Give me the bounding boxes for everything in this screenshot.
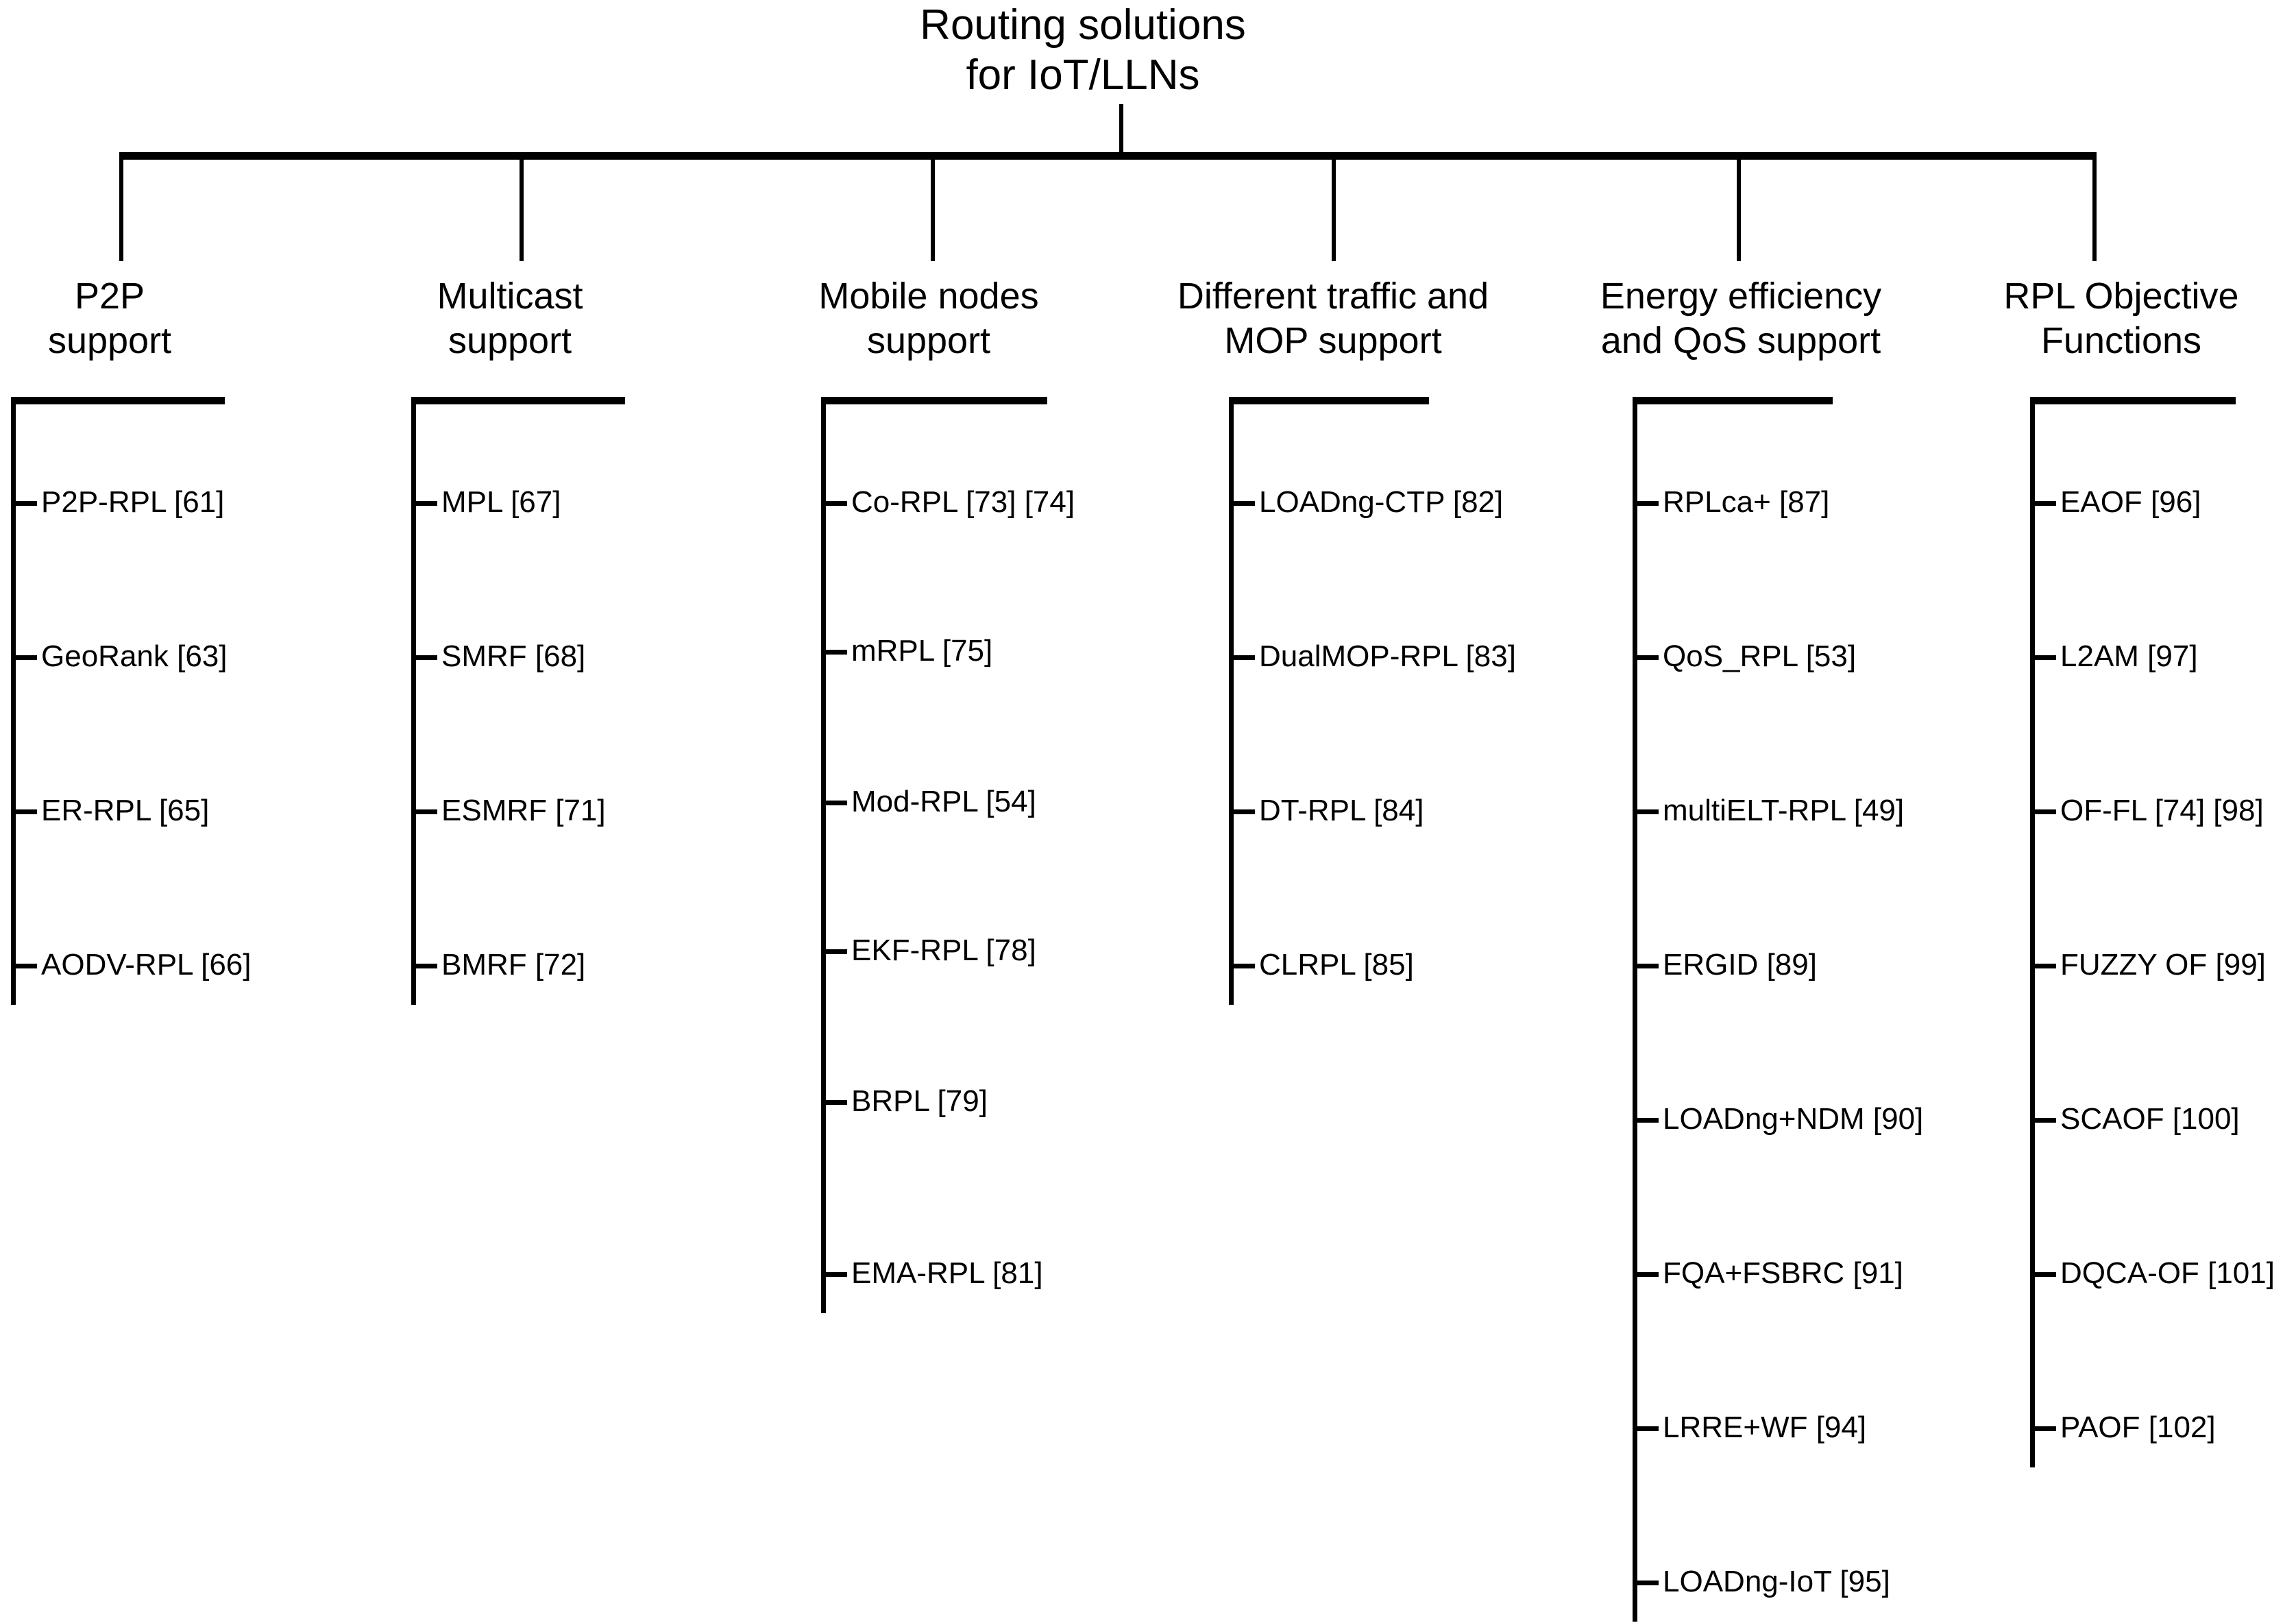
category-header-p2p-support: P2P support <box>47 276 172 361</box>
category-spine-energy-efficiency-and-qos-support <box>1633 397 1637 1622</box>
category-header-energy-efficiency-and-qos-support: Energy efficiency and QoS support <box>1600 276 1882 361</box>
leaf-label: FQA+FSBRC [91] <box>1663 1256 1903 1290</box>
leaf-label: RPLca+ [87] <box>1663 485 1830 519</box>
leaf-tick-connector <box>2030 1426 2056 1431</box>
category-header-multicast-support: Multicast support <box>437 276 583 361</box>
leaf-tick-connector <box>1633 1581 1659 1585</box>
leaf-tick-connector <box>821 801 847 805</box>
leaf-label: LOADng-IoT [95] <box>1663 1565 1890 1598</box>
category-rail-different-traffic-and-mop-support <box>1229 397 1429 404</box>
leaf-label: Mod-RPL [54] <box>851 785 1036 818</box>
leaf-label: BRPL [79] <box>851 1084 988 1118</box>
leaf-label: QoS_RPL [53] <box>1663 639 1857 673</box>
leaf-label: PAOF [102] <box>2060 1411 2216 1444</box>
leaf-label: MPL [67] <box>441 485 561 519</box>
leaf-tick-connector <box>2030 501 2056 506</box>
branch-drop-energy-efficiency-and-qos-support <box>1737 160 1741 261</box>
leaf-tick-connector <box>2030 1118 2056 1123</box>
leaf-label: multiELT-RPL [49] <box>1663 794 1905 827</box>
leaf-tick-connector <box>821 501 847 506</box>
category-rail-rpl-objective-functions <box>2030 397 2236 404</box>
leaf-tick-connector <box>821 1272 847 1277</box>
leaf-label: FUZZY OF [99] <box>2060 948 2266 981</box>
root-title: Routing solutions for IoT/LLNs <box>920 1 1246 99</box>
leaf-tick-connector <box>1229 809 1255 814</box>
leaf-label: AODV-RPL [66] <box>41 948 252 981</box>
leaf-tick-connector <box>411 655 437 660</box>
leaf-tick-connector <box>821 1100 847 1105</box>
leaf-tick-connector <box>1633 655 1659 660</box>
leaf-label: ESMRF [71] <box>441 794 606 827</box>
leaf-label: BMRF [72] <box>441 948 586 981</box>
category-spine-multicast-support <box>411 397 416 1005</box>
category-header-different-traffic-and-mop-support: Different traffic and MOP support <box>1177 276 1489 361</box>
leaf-label: EAOF [96] <box>2060 485 2201 519</box>
leaf-tick-connector <box>1633 809 1659 814</box>
leaf-tick-connector <box>2030 655 2056 660</box>
leaf-label: DQCA-OF [101] <box>2060 1256 2275 1290</box>
leaf-tick-connector <box>2030 964 2056 968</box>
leaf-label: SMRF [68] <box>441 639 586 673</box>
leaf-label: DT-RPL [84] <box>1259 794 1424 827</box>
leaf-tick-connector <box>1633 501 1659 506</box>
leaf-tick-connector <box>411 964 437 968</box>
leaf-tick-connector <box>1229 655 1255 660</box>
leaf-label: Co-RPL [73] [74] <box>851 485 1075 519</box>
branch-drop-different-traffic-and-mop-support <box>1332 160 1336 261</box>
category-rail-energy-efficiency-and-qos-support <box>1633 397 1833 404</box>
leaf-tick-connector <box>1633 1426 1659 1431</box>
category-spine-p2p-support <box>11 397 16 1005</box>
leaf-label: SCAOF [100] <box>2060 1102 2240 1136</box>
category-rail-p2p-support <box>11 397 225 404</box>
category-rail-mobile-nodes-support <box>821 397 1047 404</box>
leaf-label: DualMOP-RPL [83] <box>1259 639 1516 673</box>
leaf-label: LOADng-CTP [82] <box>1259 485 1504 519</box>
leaf-tick-connector <box>1633 1272 1659 1277</box>
leaf-tick-connector <box>1229 501 1255 506</box>
leaf-tick-connector <box>821 650 847 655</box>
leaf-label: P2P-RPL [61] <box>41 485 225 519</box>
leaf-label: EKF-RPL [78] <box>851 933 1036 967</box>
leaf-tick-connector <box>11 655 37 660</box>
leaf-label: OF-FL [74] [98] <box>2060 794 2264 827</box>
category-spine-different-traffic-and-mop-support <box>1229 397 1234 1005</box>
leaf-label: mRPL [75] <box>851 634 993 668</box>
leaf-tick-connector <box>411 501 437 506</box>
leaf-tick-connector <box>2030 809 2056 814</box>
leaf-label: EMA-RPL [81] <box>851 1256 1043 1290</box>
leaf-label: GeoRank [63] <box>41 639 228 673</box>
leaf-tick-connector <box>411 809 437 814</box>
leaf-tick-connector <box>11 809 37 814</box>
leaf-tick-connector <box>1633 964 1659 968</box>
leaf-label: ERGID [89] <box>1663 948 1817 981</box>
branch-drop-rpl-objective-functions <box>2092 160 2097 261</box>
leaf-tick-connector <box>11 501 37 506</box>
leaf-tick-connector <box>1229 964 1255 968</box>
leaf-tick-connector <box>2030 1272 2056 1277</box>
leaf-label: LOADng+NDM [90] <box>1663 1102 1924 1136</box>
root-stem-connector <box>1119 104 1123 156</box>
leaf-tick-connector <box>1633 1118 1659 1123</box>
leaf-label: LRRE+WF [94] <box>1663 1411 1867 1444</box>
category-spine-rpl-objective-functions <box>2030 397 2035 1467</box>
branch-drop-multicast-support <box>520 160 524 261</box>
category-rail-multicast-support <box>411 397 625 404</box>
leaf-tick-connector <box>11 964 37 968</box>
branch-drop-mobile-nodes-support <box>931 160 935 261</box>
leaf-label: L2AM [97] <box>2060 639 2198 673</box>
leaf-label: ER-RPL [65] <box>41 794 210 827</box>
category-header-rpl-objective-functions: RPL Objective Functions <box>2003 276 2239 361</box>
category-spine-mobile-nodes-support <box>821 397 826 1313</box>
leaf-label: CLRPL [85] <box>1259 948 1414 981</box>
main-bus-connector <box>119 152 2097 160</box>
leaf-tick-connector <box>821 949 847 954</box>
branch-drop-p2p-support <box>119 160 123 261</box>
category-header-mobile-nodes-support: Mobile nodes support <box>818 276 1039 361</box>
